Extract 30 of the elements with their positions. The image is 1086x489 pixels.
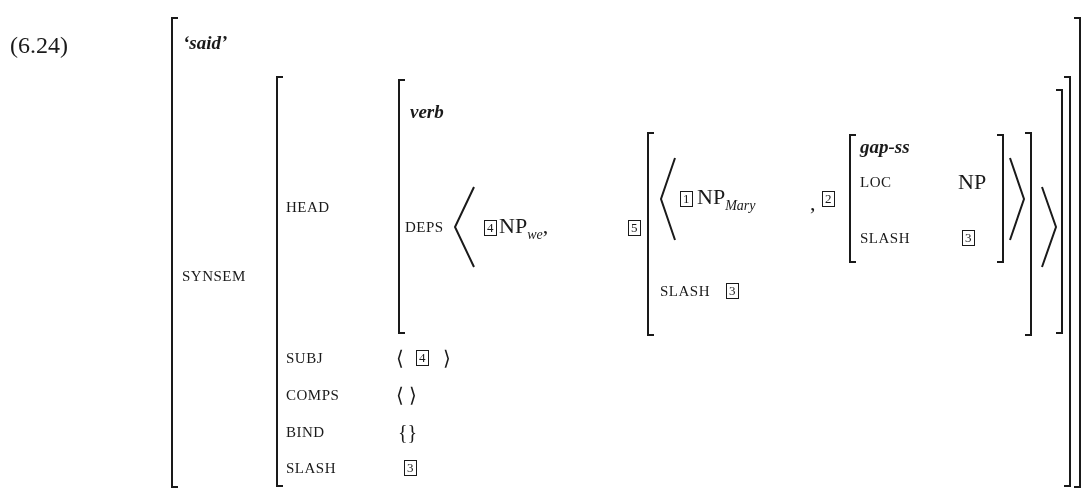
feature-name: SLASH: [286, 459, 336, 477]
boxed-number: 4: [416, 350, 429, 366]
feature-name: HEAD: [286, 198, 330, 216]
type-label: verb: [410, 101, 444, 123]
boxed-number: 2: [822, 191, 835, 207]
example-number: (6.24): [10, 31, 68, 59]
braces: {}: [398, 421, 418, 443]
feature-name: BIND: [286, 423, 325, 441]
feature-name: SLASH: [860, 229, 910, 247]
boxed-number: 5: [628, 220, 641, 236]
angle-bracket: ⟨: [396, 347, 404, 369]
feature-name: DEPS: [405, 218, 444, 236]
boxed-number: 3: [962, 230, 975, 246]
boxed-number: 3: [726, 283, 739, 299]
phrase-text: ‘said’: [183, 32, 228, 54]
feature-name: COMPS: [286, 386, 340, 404]
boxed-number: 1: [680, 191, 693, 207]
value-text: NP$_{we}$,: [499, 214, 549, 242]
feature-name: SYNSEM: [182, 267, 246, 285]
boxed-number: 4: [484, 220, 497, 236]
angle-brackets: ⟨ ⟩: [396, 384, 417, 406]
feature-name: SLASH: [660, 282, 710, 300]
feature-name: SUBJ: [286, 349, 324, 367]
boxed-number: 3: [404, 460, 417, 476]
comma: ,: [810, 190, 816, 216]
type-label: gap-ss: [860, 136, 910, 158]
feature-name: LOC: [860, 173, 892, 191]
value-text: NP: [958, 169, 987, 195]
angle-bracket: ⟩: [443, 347, 451, 369]
value-text: NP$_{Mary}$: [697, 185, 756, 213]
